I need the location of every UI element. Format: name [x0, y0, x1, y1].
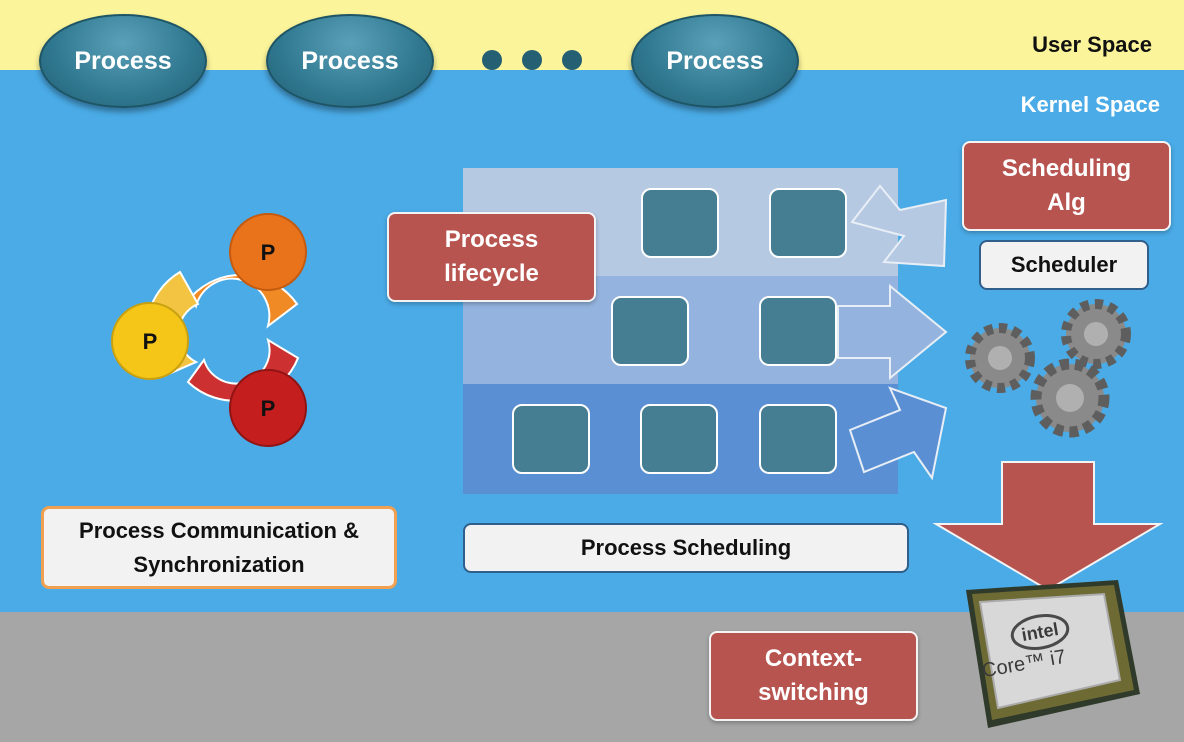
process-lifecycle-box: Process lifecycle	[387, 212, 596, 302]
queued-task	[641, 188, 719, 258]
box-line: switching	[758, 679, 869, 706]
ipc-node-label: P	[261, 240, 276, 265]
queued-task	[769, 188, 847, 258]
ipc-node-red	[229, 369, 307, 447]
process-label: Process	[301, 46, 399, 75]
box-line: lifecycle	[444, 260, 539, 287]
box-line: Process	[444, 226, 539, 253]
user-space-label: User Space	[1032, 32, 1152, 57]
queued-task	[640, 404, 718, 474]
process-label: Process	[666, 46, 764, 75]
ipc-node-label: P	[143, 329, 158, 354]
process-scheduling-box: Process Scheduling	[463, 523, 909, 573]
box-line: Scheduling	[1001, 155, 1132, 182]
box-line: Synchronization	[133, 551, 305, 577]
queued-task	[759, 296, 837, 366]
ellipsis-dot	[522, 50, 542, 70]
cpu-chip-icon: intel Core™ i7	[966, 580, 1140, 728]
ellipsis-dot	[482, 50, 502, 70]
queue-arrow-2	[837, 283, 948, 381]
gear-icon	[965, 299, 1131, 438]
process-ellipse-2: Process	[266, 14, 434, 108]
process-ellipse-3: Process	[631, 14, 799, 108]
down-arrow	[932, 461, 1164, 592]
box-line: Process Communication &	[79, 517, 359, 543]
ipc-sync-box: Process Communication & Synchronization	[41, 506, 397, 589]
scheduler-box: Scheduler	[979, 240, 1149, 290]
box-line: Context-	[764, 645, 863, 672]
ipc-node-yellow	[111, 302, 189, 380]
queued-task	[611, 296, 689, 366]
context-switching-box: Context-switching	[709, 631, 918, 721]
process-label: Process	[74, 46, 172, 75]
kernel-space-label: Kernel Space	[1020, 92, 1160, 117]
queued-task	[759, 404, 837, 474]
ipc-node-label: P	[261, 396, 276, 421]
process-ellipse-1: Process	[39, 14, 207, 108]
ellipsis-dot	[562, 50, 582, 70]
ipc-node-orange	[229, 213, 307, 291]
box-line: Alg	[1047, 189, 1086, 216]
queue-arrow-1	[850, 184, 948, 268]
queued-task	[512, 404, 590, 474]
queue-arrow-3	[848, 386, 948, 481]
